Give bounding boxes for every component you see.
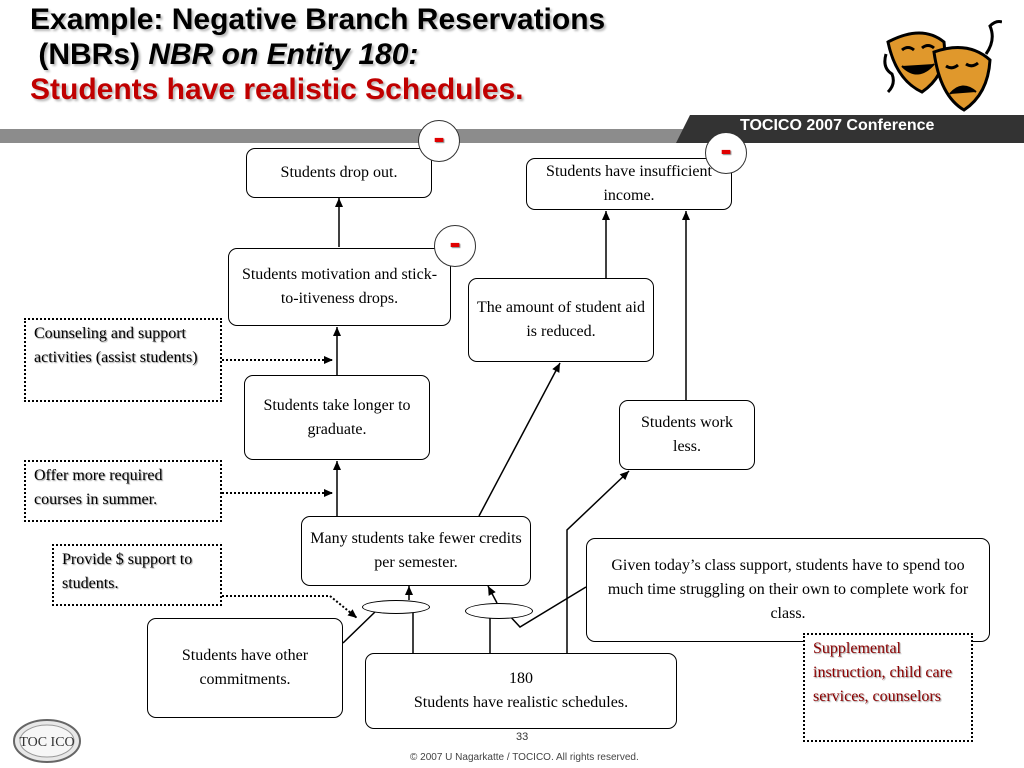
note-supplemental: Supplemental instruction, child care ser…	[803, 633, 973, 742]
conference-label: TOCICO 2007 Conference	[740, 117, 935, 134]
box-students-drop-out: Students drop out.	[246, 148, 432, 198]
slide-title: Example: Negative Branch Reservations (N…	[30, 2, 605, 107]
copyright: © 2007 U Nagarkatte / TOCICO. All rights…	[410, 752, 639, 763]
note-counseling: Counseling and support activities (assis…	[24, 318, 222, 402]
theatre-masks-icon	[883, 20, 1002, 112]
negative-marker-drop-out: -	[418, 120, 460, 162]
title-line-1: Example: Negative Branch Reservations	[30, 3, 606, 36]
and-connector-ellipse	[362, 600, 430, 614]
title-line-2: (NBRs) NBR on Entity 180:	[30, 37, 605, 72]
box-fewer-credits: Many students take fewer credits per sem…	[301, 516, 531, 586]
box-motivation-drops: Students motivation and stick-to-itivene…	[228, 248, 451, 326]
logo-text: TOC ICO	[19, 735, 74, 750]
negative-marker-motivation: -	[434, 225, 476, 267]
box-longer-to-graduate: Students take longer to graduate.	[244, 375, 430, 460]
negative-marker-income: -	[705, 132, 747, 174]
page-number: 33	[516, 731, 529, 743]
entity-number: 180	[509, 670, 533, 687]
title-line-2-plain: (NBRs)	[30, 38, 149, 71]
note-summer-courses: Offer more required courses in summer.	[24, 460, 222, 522]
box-entity-180: 180 Students have realistic schedules.	[365, 653, 677, 729]
box-insufficient-income: Students have insufficient income.	[526, 158, 732, 210]
and-connector-ellipse	[465, 603, 533, 619]
header-banner	[0, 115, 1024, 143]
title-line-3: Students have realistic Schedules.	[30, 73, 524, 106]
tocico-logo: TOC ICO	[13, 719, 81, 763]
box-class-support: Given today’s class support, students ha…	[586, 538, 990, 642]
title-line-2-italic: NBR on Entity 180:	[148, 38, 419, 71]
note-money-support: Provide $ support to students.	[52, 544, 222, 606]
box-aid-reduced: The amount of student aid is reduced.	[468, 278, 654, 362]
entity-text: Students have realistic schedules.	[413, 694, 629, 711]
box-other-commitments: Students have other commitments.	[147, 618, 343, 718]
box-work-less: Students work less.	[619, 400, 755, 470]
